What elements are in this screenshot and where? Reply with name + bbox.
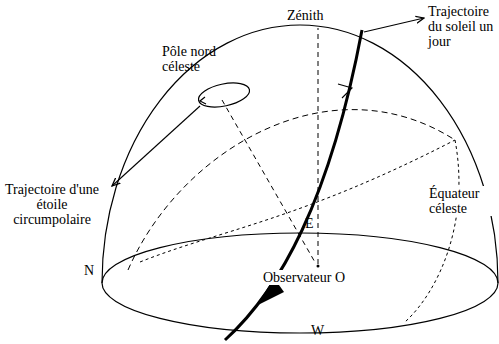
observer-point	[317, 265, 320, 268]
celestial-dome	[102, 25, 498, 283]
polar-axis	[222, 100, 316, 264]
horizon-plane	[102, 233, 498, 333]
sun-path-label: Trajectoire du soleil un jour	[428, 4, 496, 49]
cardinal-point: N	[84, 263, 94, 278]
zenith-line	[318, 28, 319, 264]
equator-back	[140, 140, 455, 262]
leader-arrow	[364, 18, 424, 32]
zenith-label: Zénith	[287, 8, 324, 23]
orbit-arrow	[200, 97, 206, 104]
sun-path	[225, 30, 362, 340]
leader-arrow	[112, 106, 200, 186]
pole-label: Pôle nord céleste	[162, 44, 236, 74]
observer-label: Observateur O	[262, 270, 346, 285]
circumpolar-label: Trajectoire d'une étoile circumpolaire	[4, 182, 100, 227]
celestial-arc	[128, 110, 455, 270]
cardinal-point: E	[305, 216, 314, 231]
equator-label: Équateur céleste	[428, 186, 496, 216]
cardinal-point: W	[311, 323, 324, 338]
circumpolar-orbit	[196, 79, 251, 111]
equator-arc	[405, 140, 459, 322]
